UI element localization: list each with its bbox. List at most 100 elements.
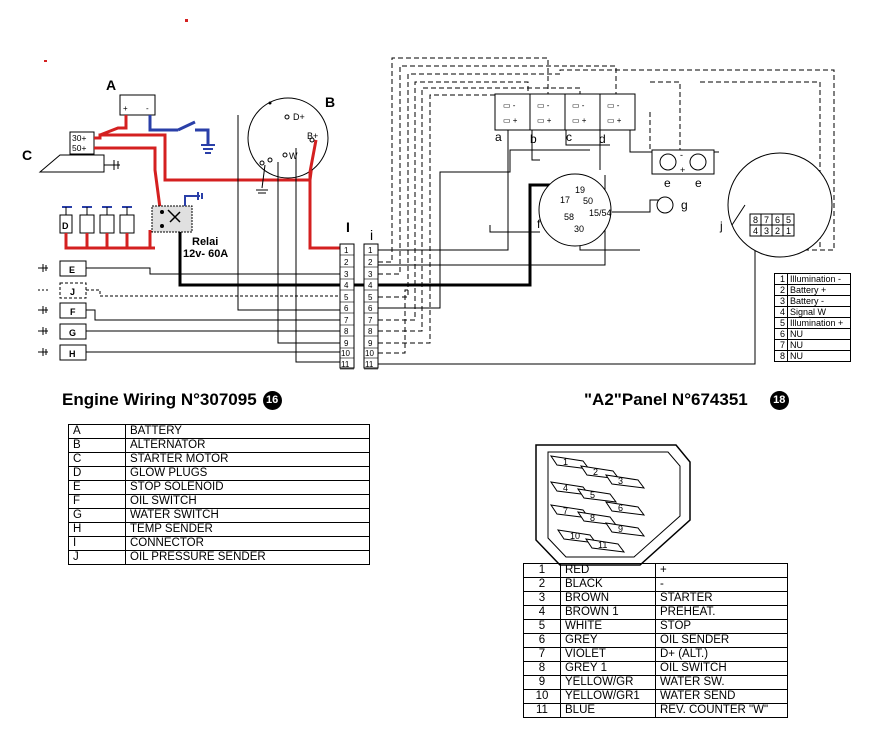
rev-pin-top: 8 xyxy=(753,215,758,225)
wire-color: RED xyxy=(560,563,656,578)
connector-pin-left: 1 xyxy=(344,246,349,255)
wire-function: STARTER xyxy=(655,591,788,606)
connector-pin-right: 10 xyxy=(365,349,374,358)
sensor-j: J xyxy=(38,282,87,299)
alternator-b-plus: B+ xyxy=(307,131,318,141)
svg-text:▭ +: ▭ + xyxy=(503,116,518,125)
connector-pin-right: 6 xyxy=(368,304,373,313)
rev-pin-top: 7 xyxy=(764,215,769,225)
rev-pin-bottom: 3 xyxy=(764,226,769,236)
lamp-label-e1: e xyxy=(664,176,671,190)
wire-color: BROWN 1 xyxy=(560,605,656,620)
battery-minus-cable xyxy=(148,115,178,132)
svg-text:▭ -: ▭ - xyxy=(503,101,516,110)
legend-code: J xyxy=(68,550,126,565)
connector-pin-left: 10 xyxy=(341,349,350,358)
rev-connector-num: 3 xyxy=(774,295,788,307)
wire-num: 4 xyxy=(523,605,561,620)
switch-pin: 15/54 xyxy=(589,208,612,218)
wire-color: VIOLET xyxy=(560,647,656,662)
wire-num: 6 xyxy=(523,633,561,648)
connector-pin-right: 8 xyxy=(368,327,373,336)
switch-pin: 19 xyxy=(575,185,585,195)
wire-function: PREHEAT. xyxy=(655,605,788,620)
sensor-f: F xyxy=(38,302,87,319)
legend-name: TEMP SENDER xyxy=(125,522,370,537)
gauge-label-b: b xyxy=(530,132,537,146)
rev-connector-label: NU xyxy=(787,339,851,351)
gauge-label-a: a xyxy=(495,130,502,144)
wire-num: 7 xyxy=(523,647,561,662)
svg-text:▭ +: ▭ + xyxy=(607,116,622,125)
legend-code: F xyxy=(68,494,126,509)
connector-pin-left: 8 xyxy=(344,327,349,336)
connector-pin-left: 9 xyxy=(344,339,349,348)
gauge-block: ▭ - ▭ + ▭ - ▭ + ▭ - ▭ + ▭ - ▭ + xyxy=(494,93,636,131)
svg-text:+: + xyxy=(123,104,128,113)
sensor-e: E xyxy=(38,260,87,277)
wire-function: + xyxy=(655,563,788,578)
starter-motor-c: C xyxy=(22,131,105,173)
wire-function: WATER SEND xyxy=(655,689,788,704)
svg-text:J: J xyxy=(70,287,75,297)
legend-code: E xyxy=(68,480,126,495)
rev-connector-num: 4 xyxy=(774,306,788,318)
engine-badge: 16 xyxy=(262,391,282,411)
starter-terminal-50: 50+ xyxy=(72,143,86,153)
rev-pin-bottom: 1 xyxy=(786,226,791,236)
rev-counter-label-j: j xyxy=(719,219,723,233)
label-b: B xyxy=(325,94,335,110)
legend-name: BATTERY xyxy=(125,424,370,439)
legend-name: WATER SWITCH xyxy=(125,508,370,523)
alternator-b: B xyxy=(247,94,335,179)
legend-code: D xyxy=(68,466,126,481)
legend-name: OIL PRESSURE SENDER xyxy=(125,550,370,565)
label-c: C xyxy=(22,147,32,163)
connector-pin-left: 11 xyxy=(341,360,350,369)
gauge-label-c: c xyxy=(566,130,572,144)
rev-connector-label: Signal W xyxy=(787,306,851,318)
rev-connector-label: Illumination + xyxy=(787,317,851,329)
sensor-h: H xyxy=(38,344,87,361)
switch-label-f: f xyxy=(537,217,541,231)
rev-connector-label: Battery + xyxy=(787,284,851,296)
rev-connector-label: NU xyxy=(787,350,851,362)
lamp-label-e2: e xyxy=(695,176,702,190)
wire-color: BLACK xyxy=(560,577,656,592)
relay-rating: 12v- 60A xyxy=(183,248,228,260)
battery-a: A + - xyxy=(106,77,156,116)
alternator-w: W xyxy=(289,151,298,161)
wire-function: - xyxy=(655,577,788,592)
rev-connector-label: Illumination - xyxy=(787,273,851,285)
alternator-bplus-wire xyxy=(308,139,340,250)
wire-color: WHITE xyxy=(560,619,656,634)
wire-function: D+ (ALT.) xyxy=(655,647,788,662)
rev-pin-bottom: 2 xyxy=(775,226,780,236)
panel-title: "A2"Panel N°674351 xyxy=(584,390,748,409)
legend-name: STARTER MOTOR xyxy=(125,452,370,467)
relay-label: Relai xyxy=(192,236,218,248)
wire-color: YELLOW/GR xyxy=(560,675,656,690)
